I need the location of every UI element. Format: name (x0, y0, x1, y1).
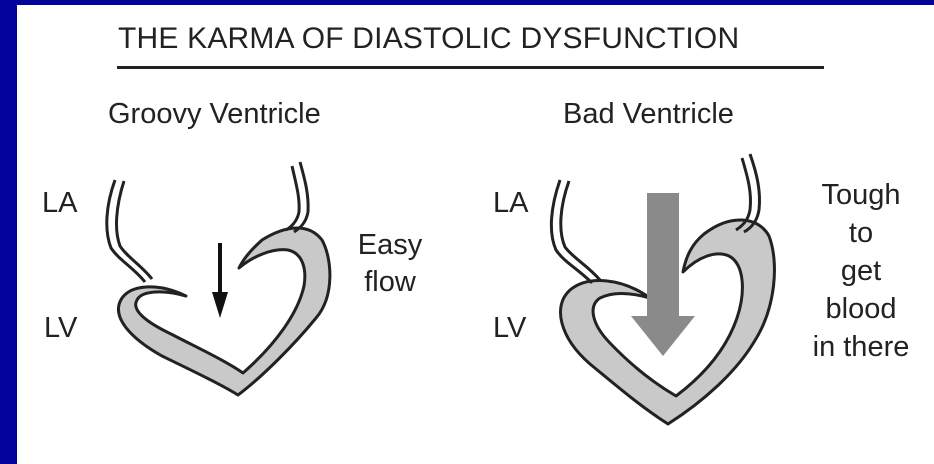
groovy-flow-arrowhead (212, 292, 228, 318)
bad-note-line-5: in there (796, 328, 926, 366)
bad-note-line-2: to (796, 214, 926, 252)
bad-ventricle (551, 154, 774, 424)
bad-note-line-3: get (796, 252, 926, 290)
bad-note: Tough to get blood in there (796, 176, 926, 366)
groovy-ventricle (107, 162, 330, 395)
groovy-aorta-vessel (286, 166, 299, 230)
groovy-la-label: LA (42, 187, 77, 220)
groovy-note: Easy flow (350, 227, 430, 301)
groovy-lv-label: LV (44, 312, 77, 345)
groovy-note-line-2: flow (350, 264, 430, 301)
bad-la-label: LA (493, 187, 528, 220)
groovy-note-line-1: Easy (350, 227, 430, 264)
groovy-ventricle-wall (118, 228, 329, 395)
bad-lv-label: LV (493, 312, 526, 345)
bad-note-line-1: Tough (796, 176, 926, 214)
bad-flow-arrow (631, 193, 695, 356)
bad-note-line-4: blood (796, 290, 926, 328)
